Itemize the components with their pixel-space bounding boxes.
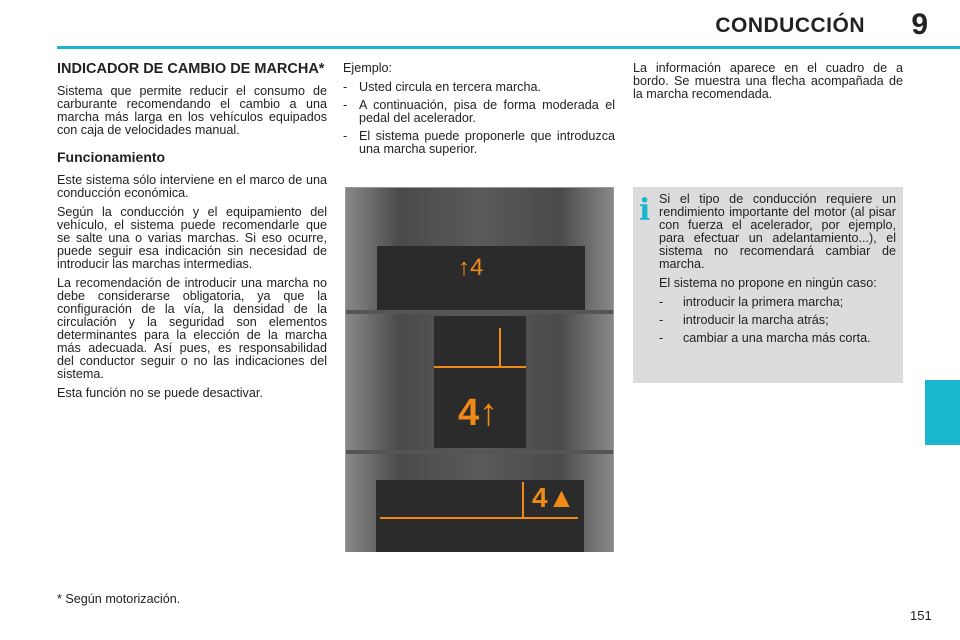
dashboard-illustration: ↑4 4↑ 4▲ [345,187,614,552]
paragraph: Según la conducción y el equipamiento de… [57,205,327,271]
header-divider [57,46,960,49]
chapter-number: 9 [911,8,928,41]
paragraph: Esta función no se puede desactivar. [57,386,263,400]
list-item: -A continuación, pisa de forma moderada … [343,98,615,125]
list-item: -cambiar a una marcha más corta. [659,331,871,345]
gear-display-1: ↑4 [458,254,484,281]
paragraph: La información aparece en el cuadro de a… [633,61,903,101]
panel-3: 4▲ [346,454,613,552]
gear-display-2: 4↑ [458,392,499,434]
info-paragraph: El sistema no propone en ningún caso: [659,276,877,290]
subtitle: Funcionamiento [57,149,166,165]
list-item: -El sistema puede proponerle que introdu… [343,129,615,156]
list-item: -introducir la marcha atrás; [659,313,829,327]
footnote: * Según motorización. [57,592,181,606]
column-3: La información aparece en el cuadro de a… [633,62,903,107]
gear-display-3: 4▲ [532,482,576,513]
section-title: INDICADOR DE CAMBIO DE MARCHA* [57,61,325,77]
panel-2: 4↑ [346,314,613,450]
intro: Sistema que permite reducir el consumo d… [57,84,327,137]
example-label: Ejemplo: [343,61,392,75]
info-box: i Si el tipo de conducción requiere un r… [633,187,903,383]
chapter-title: CONDUCCIÓN [715,14,865,37]
list-item: -Usted circula en tercera marcha. [343,80,541,94]
info-icon: i [639,193,651,228]
paragraph: La recomendación de introducir una march… [57,276,327,381]
page-number: 151 [910,608,932,623]
panel-1: ↑4 [346,188,613,310]
chapter-tab [925,380,960,445]
paragraph: Este sistema sólo interviene en el marco… [57,173,327,200]
list-item: -introducir la primera marcha; [659,295,844,309]
column-2: Ejemplo: -Usted circula en tercera march… [343,62,615,161]
column-1: INDICADOR DE CAMBIO DE MARCHA* Sistema q… [57,62,327,406]
info-paragraph: Si el tipo de conducción requiere un ren… [659,192,896,271]
